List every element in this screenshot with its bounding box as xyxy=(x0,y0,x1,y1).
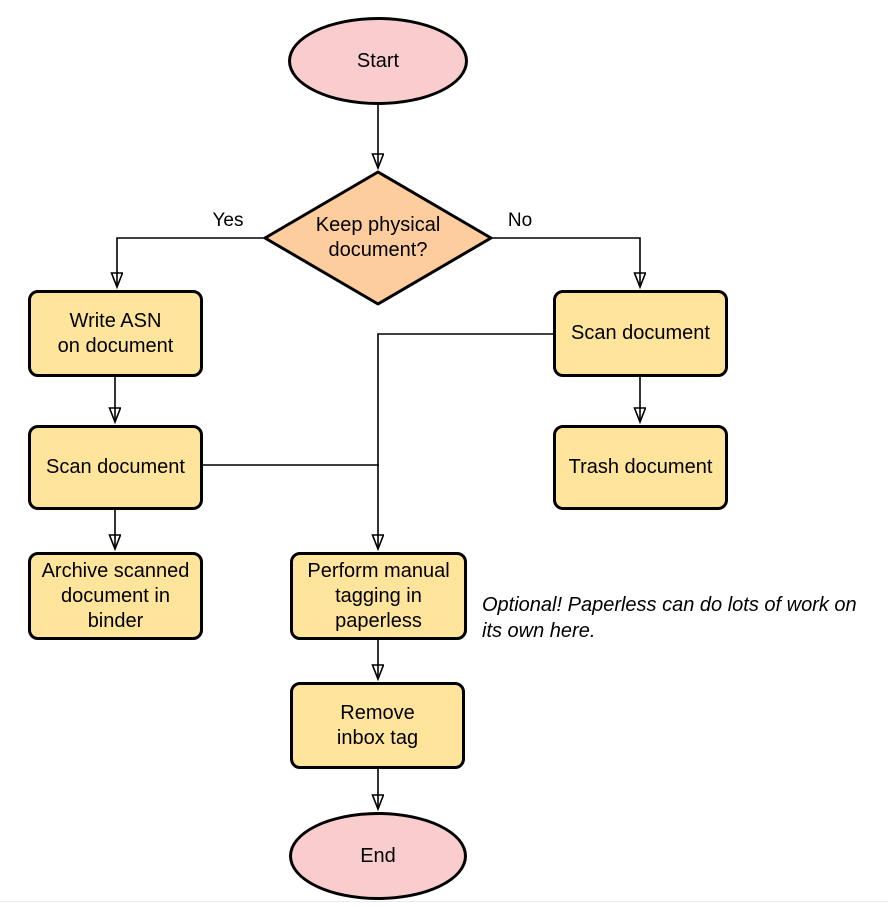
node-decision: Keep physical document? xyxy=(275,182,481,294)
node-end-label: End xyxy=(360,844,396,867)
edge-scan-right-to-tagging xyxy=(378,333,553,549)
edge-decision-yes-to-write-asn xyxy=(117,237,265,287)
node-write-asn: Write ASN on document xyxy=(28,290,203,377)
node-end: End xyxy=(289,812,467,900)
node-remove-inbox-tag-label: Remove inbox tag xyxy=(336,701,419,749)
node-trash-document-label: Trash document xyxy=(568,456,713,478)
node-start: Start xyxy=(288,17,468,105)
node-manual-tagging: Perform manual tagging in paperless xyxy=(290,552,467,640)
node-archive-scanned-label: Archive scanned document in binder xyxy=(41,559,190,632)
canvas-bottom-edge xyxy=(0,901,888,902)
node-trash-document: Trash document xyxy=(553,425,728,510)
node-manual-tagging-label: Perform manual tagging in paperless xyxy=(307,559,450,632)
edge-decision-no-to-scan-right xyxy=(491,237,640,287)
node-write-asn-label: Write ASN on document xyxy=(57,309,174,357)
node-scan-document-left-label: Scan document xyxy=(46,456,185,478)
node-scan-document-right-label: Scan document xyxy=(571,322,710,344)
edge-label-no: No xyxy=(507,210,533,231)
edge-label-yes: Yes xyxy=(212,210,244,231)
node-scan-document-left: Scan document xyxy=(28,425,203,510)
node-start-label: Start xyxy=(356,49,400,72)
decision-diamond-shape xyxy=(263,170,493,306)
node-decision-label: Keep physical document? xyxy=(315,214,441,261)
annotation-note: Optional! Paperless can do lots of work … xyxy=(482,594,857,642)
node-remove-inbox-tag: Remove inbox tag xyxy=(290,682,465,769)
node-archive-scanned: Archive scanned document in binder xyxy=(28,552,203,640)
node-scan-document-right: Scan document xyxy=(553,290,728,377)
